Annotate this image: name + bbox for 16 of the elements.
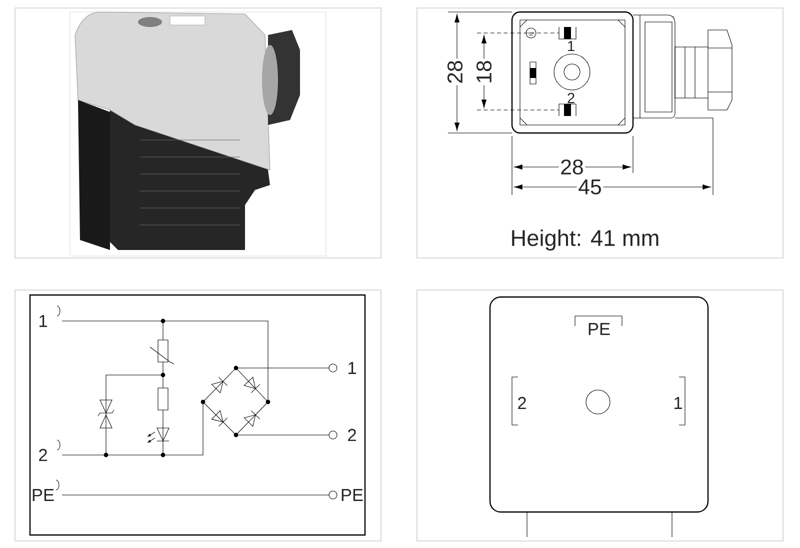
terminal-label: 1 <box>40 315 47 327</box>
pin-label: 1 <box>674 397 682 409</box>
pin-number: 2 <box>568 92 574 104</box>
terminal-label: PE <box>342 489 363 501</box>
dimension-label: 28 <box>558 158 586 176</box>
terminal-label: PE <box>32 489 54 501</box>
height-note: Height: 41 mm <box>512 229 658 251</box>
terminal-label: 2 <box>348 428 356 442</box>
dimension-label: 28 <box>446 58 464 86</box>
dimension-label: 45 <box>576 178 604 196</box>
pin-number: 1 <box>568 40 574 52</box>
terminal-label: 2 <box>39 448 47 462</box>
pin-label: 2 <box>518 396 526 410</box>
terminal-label: 1 <box>348 362 356 374</box>
dimension-label: 18 <box>475 58 493 86</box>
pin-label: PE <box>588 323 610 335</box>
